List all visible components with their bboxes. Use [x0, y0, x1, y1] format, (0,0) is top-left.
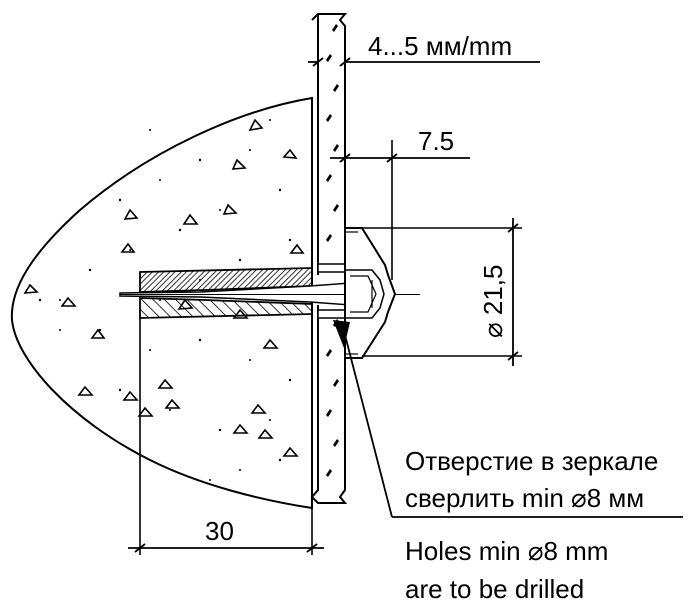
note-en-line1: Holes min ⌀8 mm	[405, 536, 608, 566]
dim-head-depth: 7.5	[330, 126, 470, 280]
wall-plug	[139, 267, 313, 319]
note-en-line2: are to be drilled	[405, 574, 584, 604]
head-depth-label: 7.5	[418, 126, 454, 156]
note-ru-line1: Отверстие в зеркале	[405, 446, 658, 476]
dim-head-diameter: ⌀ 21,5	[362, 218, 522, 366]
glass-marks	[326, 24, 339, 477]
dim-plug-depth: 30	[128, 318, 324, 555]
dim-glass-thickness: 4...5 мм/mm	[308, 31, 540, 67]
leader-arrowhead	[333, 320, 350, 348]
plug-depth-label: 30	[205, 516, 234, 546]
drilling-notes: Отверстие в зеркале сверлить min ⌀8 мм H…	[405, 446, 658, 604]
decorative-cap	[344, 227, 397, 359]
hole-leader	[333, 320, 683, 518]
mirror-glass	[310, 13, 348, 508]
note-ru-line2: сверлить min ⌀8 мм	[405, 483, 644, 513]
glass-thickness-label: 4...5 мм/mm	[368, 31, 512, 61]
head-diameter-label: ⌀ 21,5	[478, 265, 508, 338]
